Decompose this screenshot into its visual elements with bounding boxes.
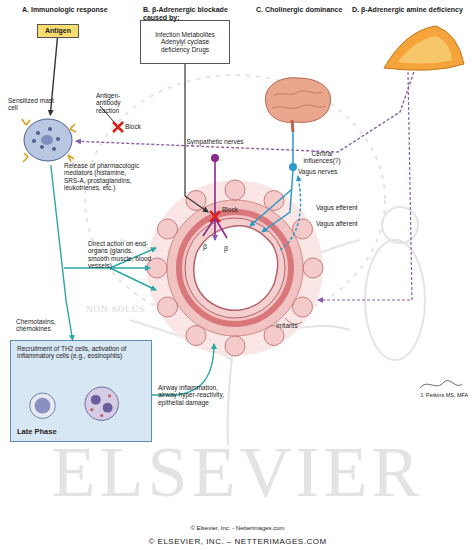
nerve-ganglion	[211, 154, 219, 162]
artist-signature: J. Perkins MS, MFA	[420, 392, 470, 398]
late-phase-box: Recruitment of TH2 cells, activation of …	[10, 340, 152, 442]
section-heading: B. β-Adrenergic blockade caused by:	[143, 6, 253, 22]
figure-head	[382, 207, 418, 243]
brain	[265, 78, 330, 132]
copyright: © Elsevier, Inc. - Netterimages.com	[0, 525, 475, 532]
watermark-motto: NON SOLUS	[86, 304, 166, 314]
illustration-part	[398, 36, 452, 64]
illustration-part	[52, 147, 56, 151]
smooth-muscle	[179, 212, 291, 324]
copyright: © ELSEVIER, INC. – NETTERIMAGES.COM	[0, 537, 475, 546]
illustration-part	[85, 387, 119, 420]
airway-submucosa	[167, 200, 303, 336]
amine-path	[318, 72, 412, 300]
mast-cell-shape	[20, 115, 76, 165]
illustration-part	[32, 139, 36, 143]
gland	[186, 191, 206, 211]
node-subtext: Late Phase	[17, 428, 57, 437]
illustration-part	[90, 408, 93, 411]
adrenal-gland-shape	[378, 24, 466, 72]
tree-canopy	[85, 75, 385, 325]
vagus-nerve	[250, 132, 301, 250]
receptor-symbol: β	[224, 245, 234, 253]
block-label: Block	[222, 206, 252, 213]
node-text: D. β-Adrenergic amine deficiency	[352, 6, 472, 14]
block-x	[113, 122, 123, 132]
gland	[264, 191, 284, 211]
vagus-trunk	[292, 132, 294, 164]
vagus-afferent-line	[280, 176, 301, 250]
callout-text: Central influences(?)	[300, 150, 344, 165]
illustration-part	[30, 393, 56, 418]
mast-cell: Sensitized mast cell	[20, 115, 76, 165]
nerve-label: Vagus nerves	[298, 168, 338, 175]
gland	[303, 258, 323, 278]
callout-text: Release of pharmacologic mediators (hist…	[64, 162, 142, 192]
vagus-efferent-line	[250, 190, 291, 226]
illustration-part	[108, 394, 111, 397]
block-label: Block	[125, 123, 155, 130]
gland	[158, 219, 178, 239]
mucosa	[185, 218, 285, 318]
antigen-box: Antigen	[37, 24, 79, 38]
illustration-part	[100, 414, 103, 417]
node-text: Antigen	[45, 27, 71, 35]
nerve-label: Vagus afferent	[316, 220, 372, 227]
connector	[76, 72, 414, 152]
node-text: Infection Metabolites Adenylyl cyclase d…	[154, 31, 216, 53]
gland	[225, 180, 245, 200]
callout-text: Direct action on end-organs (glands, smo…	[88, 240, 154, 270]
vagus-ganglion	[289, 163, 297, 171]
cause-box: Infection Metabolites Adenylyl cyclase d…	[140, 20, 230, 64]
block-mark	[113, 122, 123, 132]
sympathetic-nerve	[203, 160, 227, 240]
illustration-part	[24, 119, 72, 161]
connector	[50, 38, 57, 115]
block-x	[210, 211, 220, 222]
illustration-part	[91, 395, 101, 405]
illustration-part	[36, 131, 40, 135]
direct-action-line	[110, 268, 156, 290]
nerve-branch	[203, 218, 227, 240]
gland-ring	[147, 180, 323, 356]
illustration-part	[41, 135, 53, 145]
block-mark	[210, 211, 220, 222]
illustration-part	[22, 119, 76, 162]
illustration-part	[56, 137, 60, 141]
brain-folds	[272, 91, 326, 108]
callout-text: Irritants	[276, 322, 316, 329]
gland	[158, 297, 178, 317]
airway-lumen	[194, 226, 278, 311]
nerve-label: Vagus efferent	[316, 204, 372, 211]
receptor-symbol: β	[203, 243, 213, 251]
nerve-label: Sympathetic nerves	[184, 138, 246, 145]
connector	[51, 165, 73, 340]
illustration-part	[103, 403, 113, 413]
brain-stem	[292, 120, 293, 132]
airway-halo	[147, 180, 323, 356]
node-text: Recruitment of TH2 cells, activation of …	[17, 345, 145, 360]
airway-section	[147, 180, 323, 356]
illustration-part	[40, 145, 44, 149]
signature-scribble	[420, 380, 462, 388]
section-heading: C. Cholinergic dominance	[256, 6, 356, 14]
brain-shape	[265, 78, 330, 123]
callout-text: Airway inflammation, airway hyper-reacti…	[158, 384, 236, 406]
illustration-part	[48, 127, 52, 131]
gland	[225, 336, 245, 356]
edge-label: Chemotaxins, chemokines	[16, 318, 66, 333]
adrenal-gland: D. β-Adrenergic amine deficiency	[378, 24, 466, 72]
nerve-trunk	[214, 160, 216, 214]
section-heading: A. Immunologic response	[22, 6, 137, 14]
callout-text: Antigen-antibody reaction	[96, 92, 142, 114]
illustration-part	[384, 26, 464, 70]
gland	[293, 297, 313, 317]
gland	[186, 326, 206, 346]
illustration-part	[35, 398, 51, 414]
node-text: Sensitized mast cell	[8, 97, 54, 112]
watermark: ELSEVIER	[0, 436, 475, 508]
